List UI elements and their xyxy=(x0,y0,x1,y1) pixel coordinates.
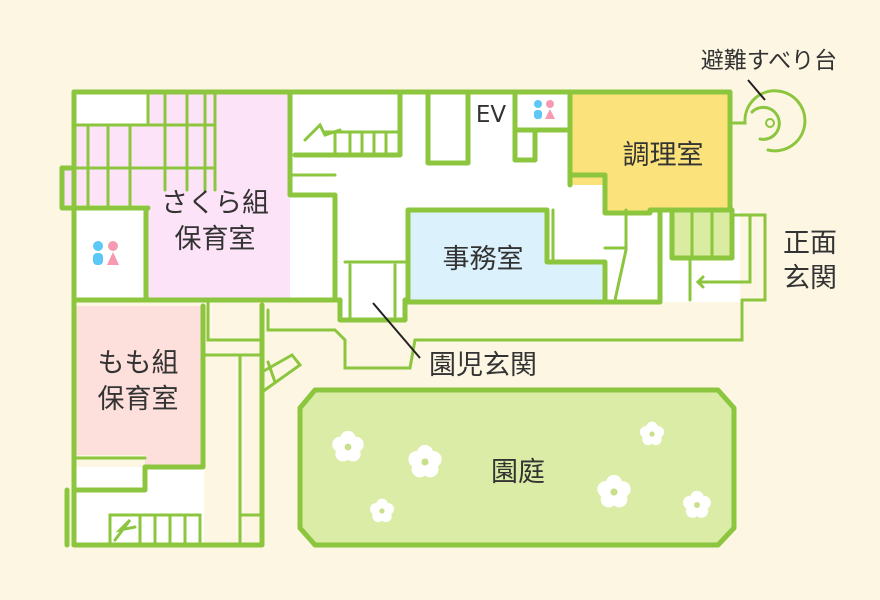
walls xyxy=(59,89,767,548)
kids-entrance-leader-line xyxy=(372,302,421,359)
spiral-slide-icon xyxy=(731,89,807,153)
front-entrance-shoe-area xyxy=(672,210,732,258)
momo-room[interactable] xyxy=(74,306,203,467)
sakura-room[interactable] xyxy=(62,92,335,298)
flower-icon xyxy=(332,430,364,462)
toilet-icon xyxy=(93,241,119,265)
kitchen-subroom xyxy=(605,195,650,213)
flower-icon xyxy=(597,474,631,508)
office-room[interactable] xyxy=(408,210,605,300)
flower-icon xyxy=(683,490,711,518)
sakura-room-label-line2: 保育室 xyxy=(175,224,256,255)
slide-label: 避難すべり台 xyxy=(701,48,837,74)
flower-icon xyxy=(639,421,665,446)
garden-label: 園庭 xyxy=(491,457,545,488)
elevator-label: EV xyxy=(476,102,507,128)
garden-area[interactable] xyxy=(300,390,734,545)
momo-room-label-line1: もも組 xyxy=(98,348,179,379)
kitchen-label: 調理室 xyxy=(623,140,704,171)
sakura-room-label-line1: さくら組 xyxy=(161,188,269,219)
flowers xyxy=(332,421,711,523)
flower-icon xyxy=(369,498,395,523)
kitchen-room[interactable] xyxy=(570,92,730,210)
front-entrance-label-line2: 玄関 xyxy=(783,263,837,294)
office-label: 事務室 xyxy=(443,244,524,275)
momo-room-label-line2: 保育室 xyxy=(98,384,179,415)
toilet-icon xyxy=(534,100,555,119)
slide-leader-line xyxy=(747,79,766,101)
front-entrance-label-line1: 正面 xyxy=(783,228,837,259)
flower-icon xyxy=(408,444,442,478)
kids-entrance-label: 園児玄関 xyxy=(429,350,537,381)
